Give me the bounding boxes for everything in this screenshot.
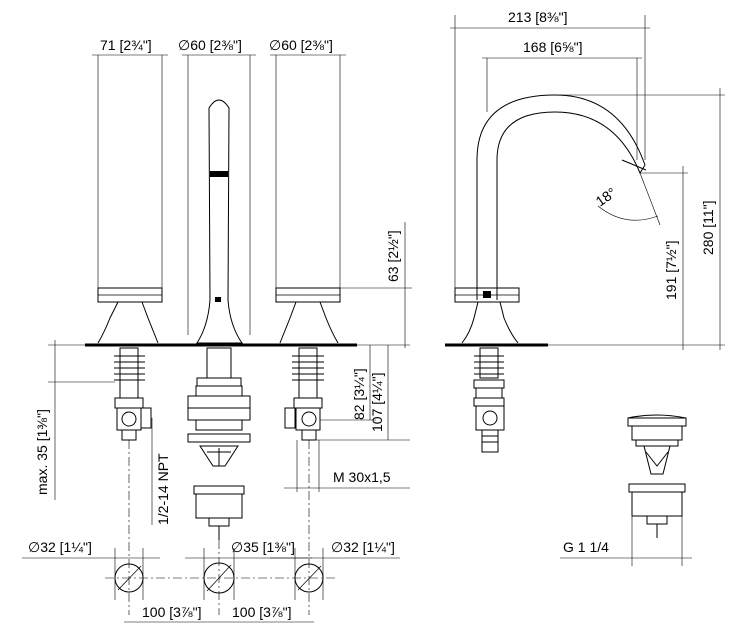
right-valve [284,347,324,441]
side-spout [476,94,647,300]
dim-60-spout: ∅60 [2⅜"] [178,37,242,53]
dim-35: ∅35 [1⅜"] [231,539,295,555]
left-handle [97,287,163,344]
left-valve [114,347,152,441]
centre-fixing [187,347,251,540]
dim-100-left: 100 [3⅞"] [142,604,201,620]
dim-18deg: 18° [593,184,620,209]
dim-213: 213 [8⅜"] [508,9,567,25]
dim-g114: G 1 1/4 [563,539,609,555]
dim-60-right: ∅60 [2⅜"] [269,37,333,53]
front-view [48,54,412,615]
dim-280: 280 [11"] [700,200,716,255]
dim-m30: M 30x1,5 [333,469,391,485]
spout [196,99,243,344]
dim-168: 168 [6⅝"] [523,39,582,55]
dim-191: 191 [7½"] [663,241,679,300]
dim-32-left: ∅32 [1¼"] [28,539,92,555]
dim-npt: 1/2-14 NPT [155,453,171,525]
drain-detail [560,414,692,566]
right-handle [275,287,341,344]
dim-100-right: 100 [3⅞"] [232,604,291,620]
dim-63: 63 [2½"] [385,230,401,282]
dim-32-right: ∅32 [1¼"] [331,539,395,555]
side-handle [454,287,520,344]
dim-max35: max. 35 [1⅜"] [34,409,50,495]
side-view [445,15,725,453]
dim-82: 82 [3¼"] [351,368,367,420]
side-valve [473,347,505,453]
dim-71: 71 [2¾"] [100,37,152,53]
hole-plan [22,548,400,623]
dim-107: 107 [4¼"] [369,373,385,432]
